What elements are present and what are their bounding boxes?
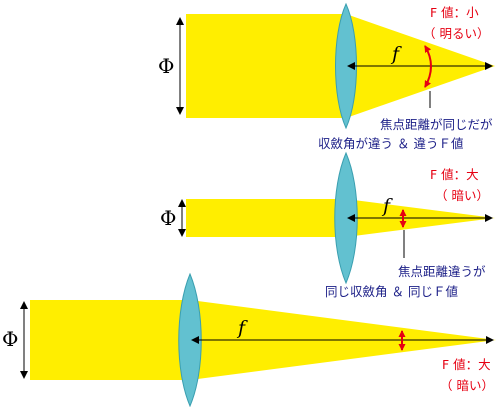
fnumber-label-top-line2: （ 明るい） [423, 26, 489, 41]
lens-top [335, 2, 357, 130]
note2-line1: 焦点距離違うが [398, 264, 486, 279]
focal-symbol-middle: f [381, 195, 393, 217]
focal-symbol-bottom: f [236, 317, 248, 339]
lens-middle [334, 151, 358, 285]
system-middle: Φ f F 値：大 （ 暗い） [160, 151, 495, 285]
system-bottom: Φ f F 値：大 （ 暗い） [2, 272, 496, 408]
system-top: Φ f F 値：小 （ 明るい） [158, 2, 495, 130]
diameter-symbol-top: Φ [158, 54, 174, 78]
fnumber-label-middle-line1: F 値：大 [430, 167, 479, 182]
focal-symbol-top: f [390, 43, 402, 65]
fnumber-label-bottom-line2: （ 暗い） [440, 378, 494, 393]
beam-middle [186, 199, 346, 237]
fnumber-label-top-line1: F 値：小 [430, 5, 479, 20]
fnumber-label-middle-line2: （ 暗い） [435, 188, 489, 203]
diameter-symbol-middle: Φ [160, 206, 176, 230]
beam-top [186, 14, 346, 118]
note2-line2: 同じ収斂角 ＆ 同じＦ値 [325, 284, 458, 299]
note1-line2: 収斂角が違う ＆ 違うＦ値 [318, 136, 463, 151]
note1-line1: 焦点距離が同じだが [380, 117, 493, 132]
cone-angle-arc-top [424, 45, 432, 88]
beam-bottom [30, 300, 190, 380]
fnumber-label-bottom-line1: F 値：大 [442, 357, 491, 372]
lens-bottom [178, 272, 202, 408]
diameter-symbol-bottom: Φ [2, 327, 18, 351]
